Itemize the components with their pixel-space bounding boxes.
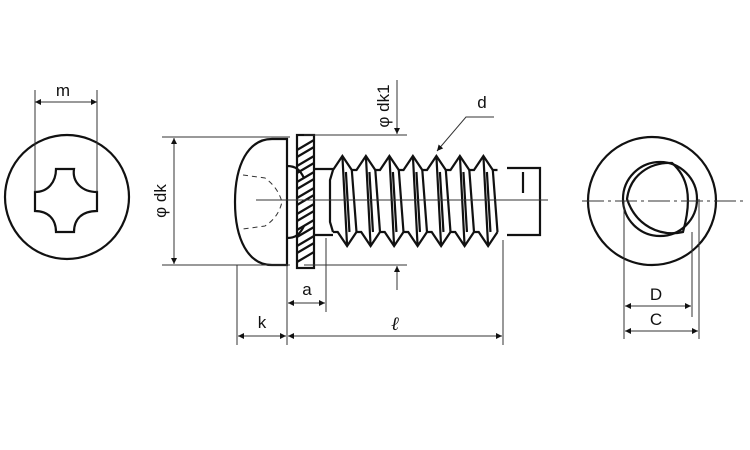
label-d: d	[477, 93, 486, 112]
recess-hidden-line	[242, 174, 283, 230]
d-leader	[436, 116, 494, 152]
thread-top-profile	[332, 154, 498, 172]
tip-end-view: D C	[582, 135, 745, 339]
label-k: k	[258, 313, 267, 332]
trilobular-profile	[625, 161, 690, 235]
label-l: ℓ	[391, 314, 399, 335]
pan-head-outline	[233, 137, 289, 267]
thread-flank-line	[411, 155, 429, 247]
label-D: D	[650, 285, 662, 304]
label-dk1: φ dk1	[374, 84, 393, 127]
shank-outline	[314, 167, 333, 237]
serrated-washer	[295, 133, 316, 270]
thread-flank-line	[435, 155, 452, 247]
screw-tip	[507, 166, 542, 237]
label-m: m	[56, 81, 70, 100]
thread-flank-line	[364, 155, 382, 247]
side-view: φ dk φ dk1 d a k ℓ	[151, 80, 548, 345]
head-outline-circle	[3, 133, 131, 261]
label-dk: φ dk	[151, 184, 170, 218]
head-end-view: m	[3, 81, 131, 261]
thread-flank-line	[388, 155, 405, 247]
label-a: a	[302, 280, 312, 299]
cross-recess-icon	[33, 167, 99, 234]
tip-inner-circle	[621, 160, 699, 238]
thread-start-edge	[328, 169, 335, 233]
thread-flank-line	[482, 155, 499, 247]
thread-flank-line	[458, 155, 476, 247]
label-C: C	[650, 310, 662, 329]
thread-flank-line	[341, 155, 358, 247]
threaded-shank	[328, 154, 499, 248]
thread-bottom-profile	[333, 230, 499, 248]
